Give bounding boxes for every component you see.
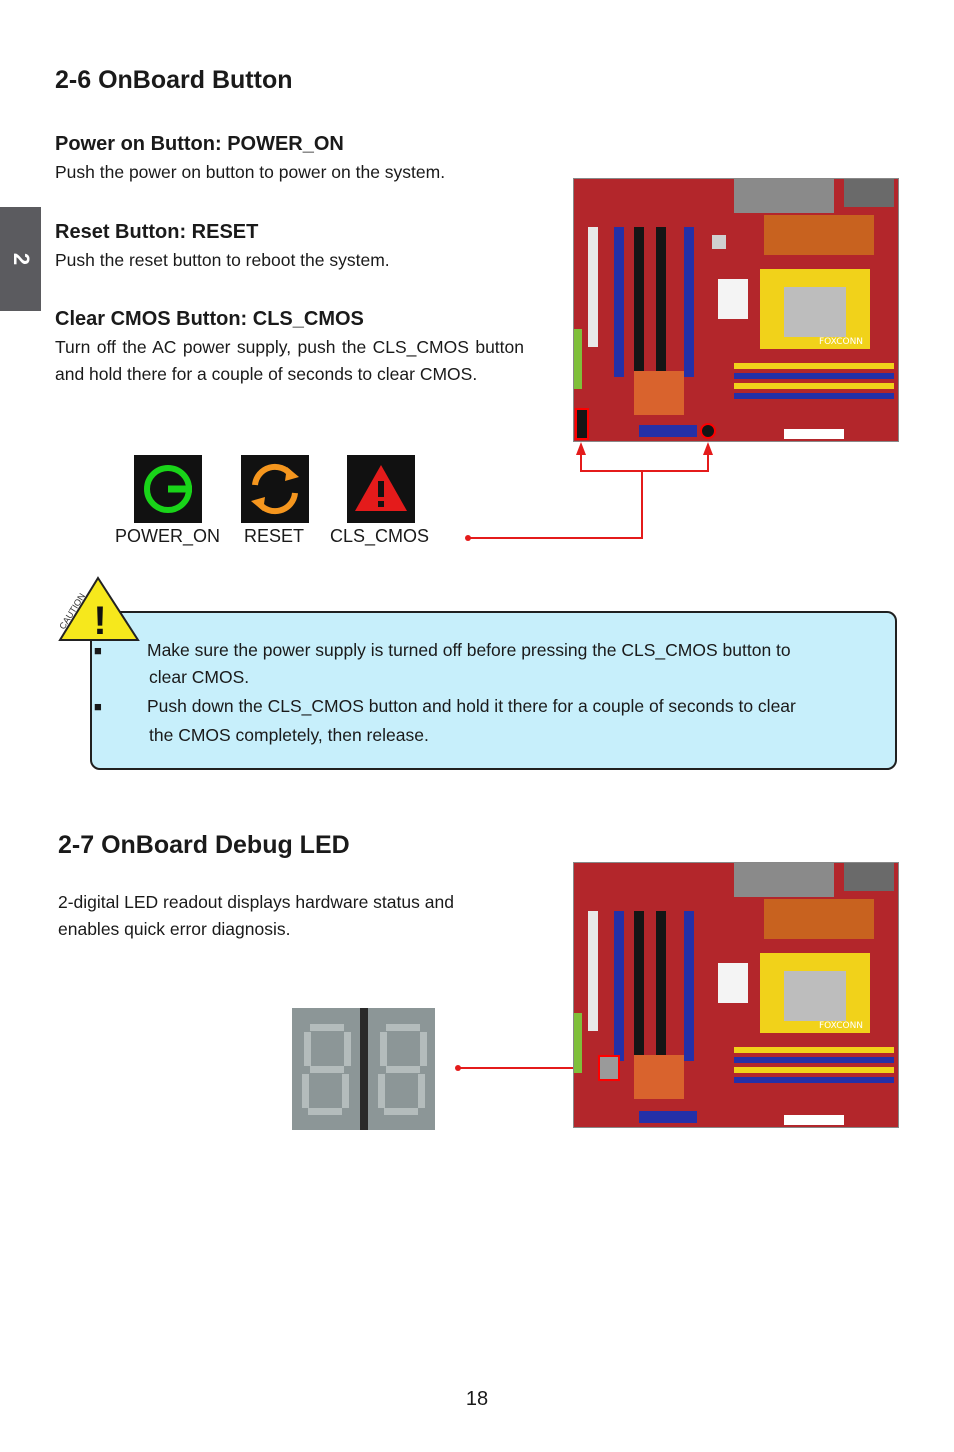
section-title-onboard-button: 2-6 OnBoard Button [55, 66, 293, 94]
debug-led-image [292, 1008, 435, 1130]
reset-icon [251, 463, 299, 515]
caution-box [90, 611, 897, 770]
debug-led-text-line1: 2-digital LED readout displays hardware … [58, 892, 454, 912]
reset-button-heading: Reset Button: RESET [55, 221, 259, 243]
caution-exclamation-icon: ! [93, 599, 106, 643]
cls-cmos-button-icon [347, 455, 415, 523]
power-button-heading: Power on Button: POWER_ON [55, 133, 344, 155]
motherboard-image-debug-led: FOXCONN [573, 862, 899, 1128]
caution-badge: ! CAUTION [57, 576, 140, 643]
cmos-button-text: Turn off the AC power supply, push the C… [55, 337, 524, 384]
caution-item-2-line2: the CMOS completely, then release. [149, 725, 429, 745]
page-number: 18 [465, 1388, 489, 1410]
section-title-debug-led: 2-7 OnBoard Debug LED [58, 831, 350, 859]
motherboard-image-buttons: FOXCONN [573, 178, 899, 442]
cls-cmos-label: CLS_CMOS [330, 526, 430, 546]
caution-item-1-line1: Make sure the power supply is turned off… [147, 640, 791, 660]
warning-icon [355, 465, 407, 511]
seven-segment-display [292, 1008, 435, 1130]
caution-bullet-icon: ■ [94, 699, 102, 714]
reset-label: RESET [244, 526, 305, 546]
cmos-button-heading: Clear CMOS Button: CLS_CMOS [55, 308, 364, 330]
power-on-button-icon [134, 455, 202, 523]
power-icon [144, 465, 192, 513]
caution-item-1-line2: clear CMOS. [149, 667, 250, 687]
motherboard-drawing: FOXCONN [574, 863, 898, 1127]
debug-led-text-line2: enables quick error diagnosis. [58, 919, 291, 939]
power-button-text: Push the power on button to power on the… [55, 162, 446, 182]
caution-bullet-icon: ■ [94, 643, 102, 658]
motherboard-drawing: FOXCONN [574, 179, 898, 441]
caution-item-2-line1: Push down the CLS_CMOS button and hold i… [147, 696, 796, 716]
reset-button-text: Push the reset button to reboot the syst… [55, 250, 390, 270]
chapter-tab: 2 [0, 207, 41, 311]
mobo-logo: FOXCONN [819, 1021, 863, 1031]
power-on-label: POWER_ON [115, 526, 221, 546]
mobo-logo: FOXCONN [819, 337, 863, 347]
reset-button-icon [241, 455, 309, 523]
